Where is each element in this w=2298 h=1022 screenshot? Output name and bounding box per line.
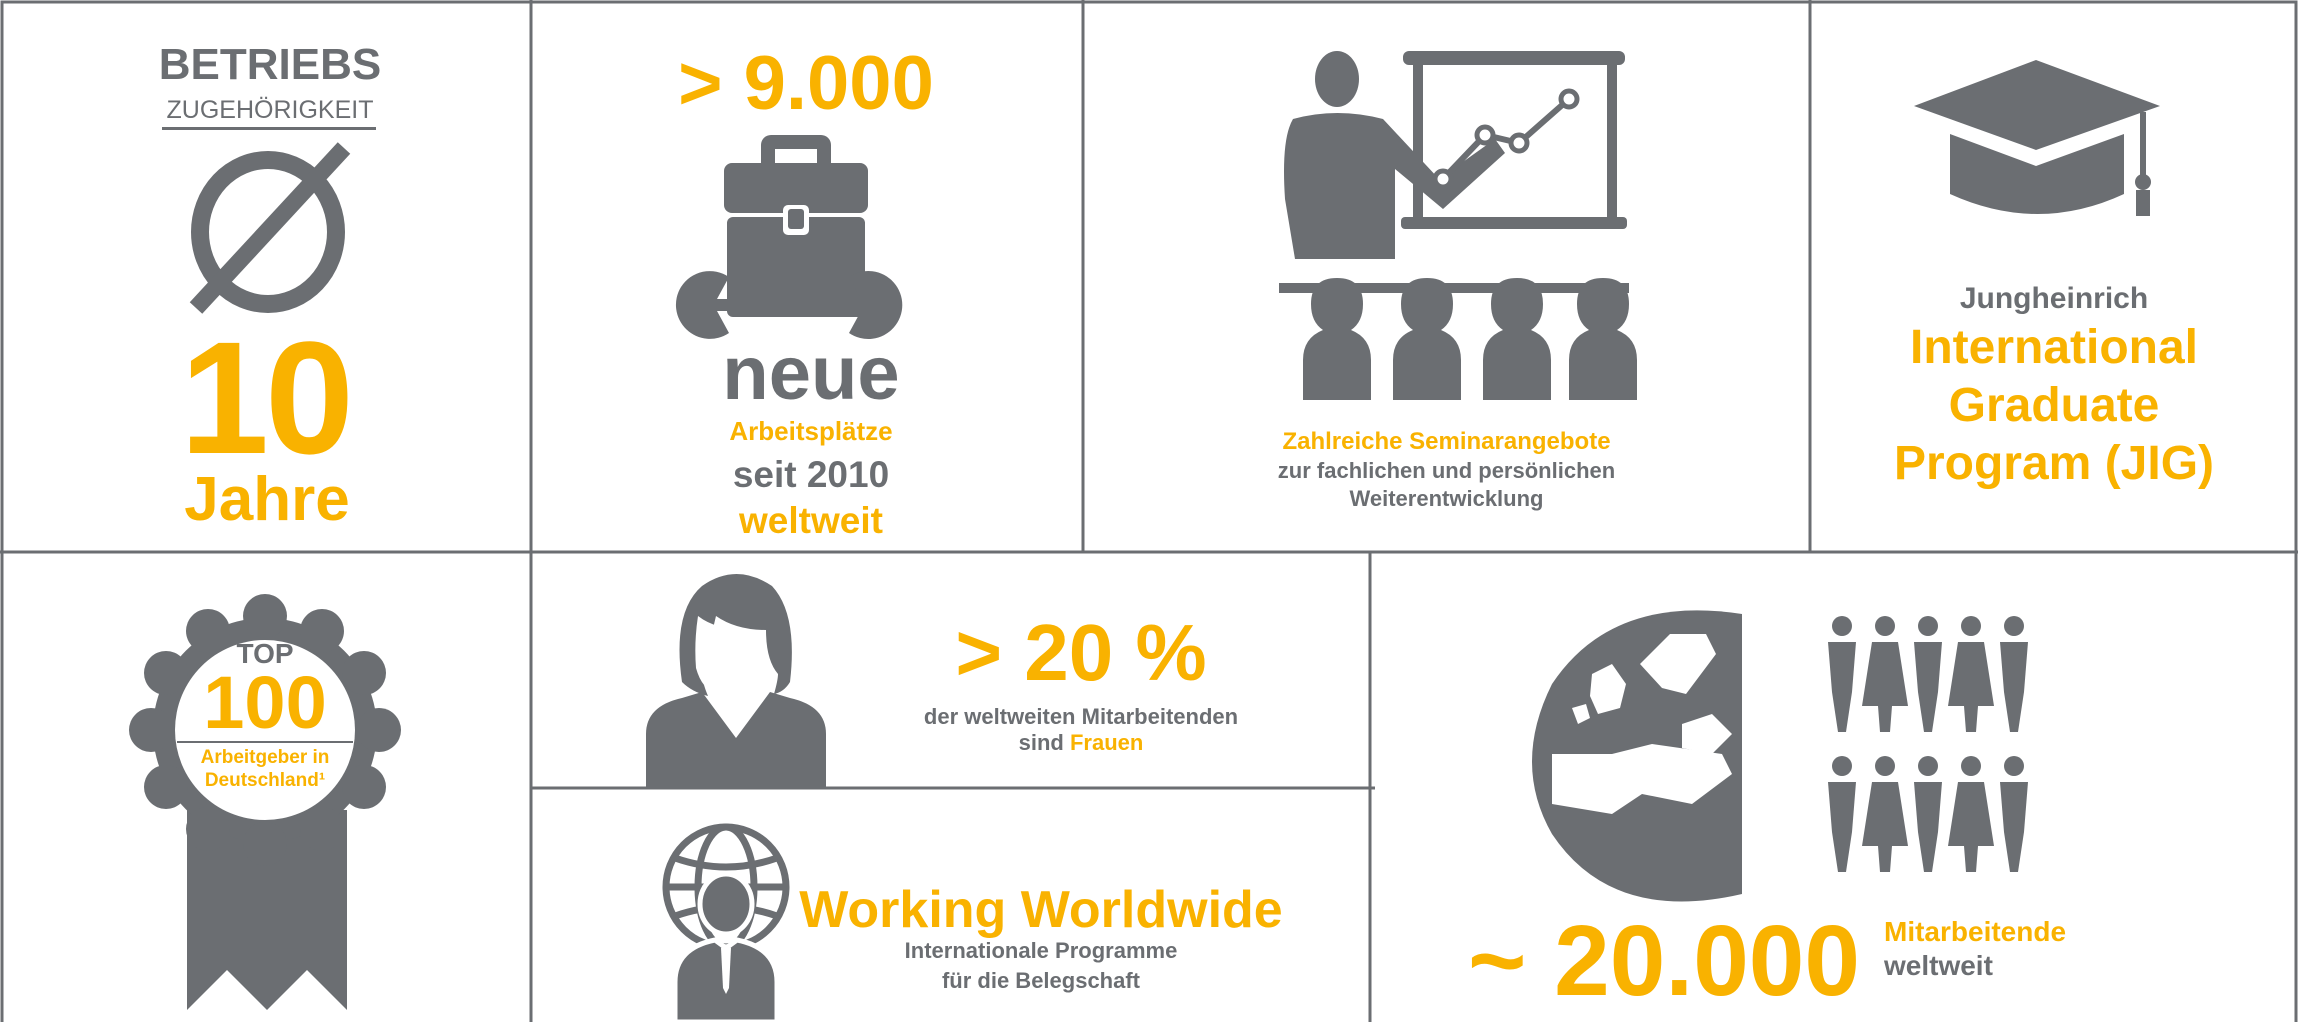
graduate-line1: Jungheinrich — [1959, 282, 2149, 315]
worldwide-title: Working Worldwide — [799, 881, 1283, 939]
globe-person-icon — [662, 823, 790, 1022]
award-value: 100 — [203, 661, 327, 744]
graduation-cap-icon — [1914, 60, 2160, 216]
award-line2: Deutschland¹ — [204, 770, 326, 791]
employees-panel: ~ 20.000 Mitarbeitende weltweit — [1370, 552, 2298, 1022]
graduate-line3: Graduate — [1948, 379, 2160, 432]
seminar-line1: Zahlreiche Seminarangebote — [1282, 428, 1611, 455]
worldwide-line2: für die Belegschaft — [941, 968, 1141, 993]
women-value: > 20 % — [955, 608, 1207, 697]
tenure-subtitle: ZUGEHÖRIGKEIT — [166, 96, 374, 124]
jobs-line2: seit 2010 — [732, 454, 890, 495]
women-line2-accent: Frauen — [1069, 730, 1144, 755]
briefcase-wrench-icon — [675, 135, 903, 339]
people-icon — [1828, 616, 2028, 872]
women-line2-prefix: sind — [1018, 730, 1070, 755]
graduate-line2: International — [1909, 321, 2199, 374]
graduate-line4: Program (JIG) — [1893, 437, 2215, 490]
worldwide-line1: Internationale Programme — [904, 938, 1178, 963]
seminar-panel: Zahlreiche Seminarangebote zur fachliche… — [1083, 0, 1810, 552]
women-panel: > 20 % der weltweiten Mitarbeitenden sin… — [531, 552, 1370, 788]
tenure-panel: BETRIEBS ZUGEHÖRIGKEIT 10 Jahre — [0, 0, 531, 552]
tenure-value: 10 — [180, 308, 354, 487]
seminar-line2: zur fachlichen und persönlichen — [1277, 458, 1616, 483]
rosette-icon — [129, 594, 401, 1010]
award-top: TOP — [236, 638, 294, 669]
employees-line2: weltweit — [1884, 950, 1993, 981]
employees-line1: Mitarbeitende — [1884, 916, 2067, 947]
tenure-unit: Jahre — [184, 465, 350, 534]
diameter-icon — [189, 142, 351, 314]
tenure-title: BETRIEBS — [158, 40, 382, 89]
seminar-line3: Weiterentwicklung — [1349, 486, 1544, 511]
award-line1: Arbeitgeber in — [200, 747, 330, 768]
jobs-value: > 9.000 — [678, 41, 934, 126]
jobs-panel: > 9.000 neue Arbeitsplätze seit 2010 wel… — [531, 0, 1083, 552]
woman-icon — [646, 574, 826, 788]
graduate-panel: Jungheinrich International Graduate Prog… — [1810, 0, 2298, 552]
award-panel: TOP 100 Arbeitgeber in Deutschland¹ — [0, 552, 531, 1022]
globe-icon — [1532, 610, 1742, 902]
jobs-line1: Arbeitsplätze — [729, 416, 893, 446]
jobs-line3: weltweit — [739, 500, 883, 541]
employees-value: ~ 20.000 — [1468, 905, 1861, 1017]
women-line2: sind Frauen — [831, 730, 1331, 756]
jobs-word: neue — [722, 331, 900, 416]
presentation-icon — [1279, 51, 1637, 400]
tenure-underline — [162, 127, 376, 130]
women-line1: der weltweiten Mitarbeitenden — [923, 704, 1239, 729]
worldwide-panel: Working Worldwide Internationale Program… — [531, 788, 1370, 1022]
